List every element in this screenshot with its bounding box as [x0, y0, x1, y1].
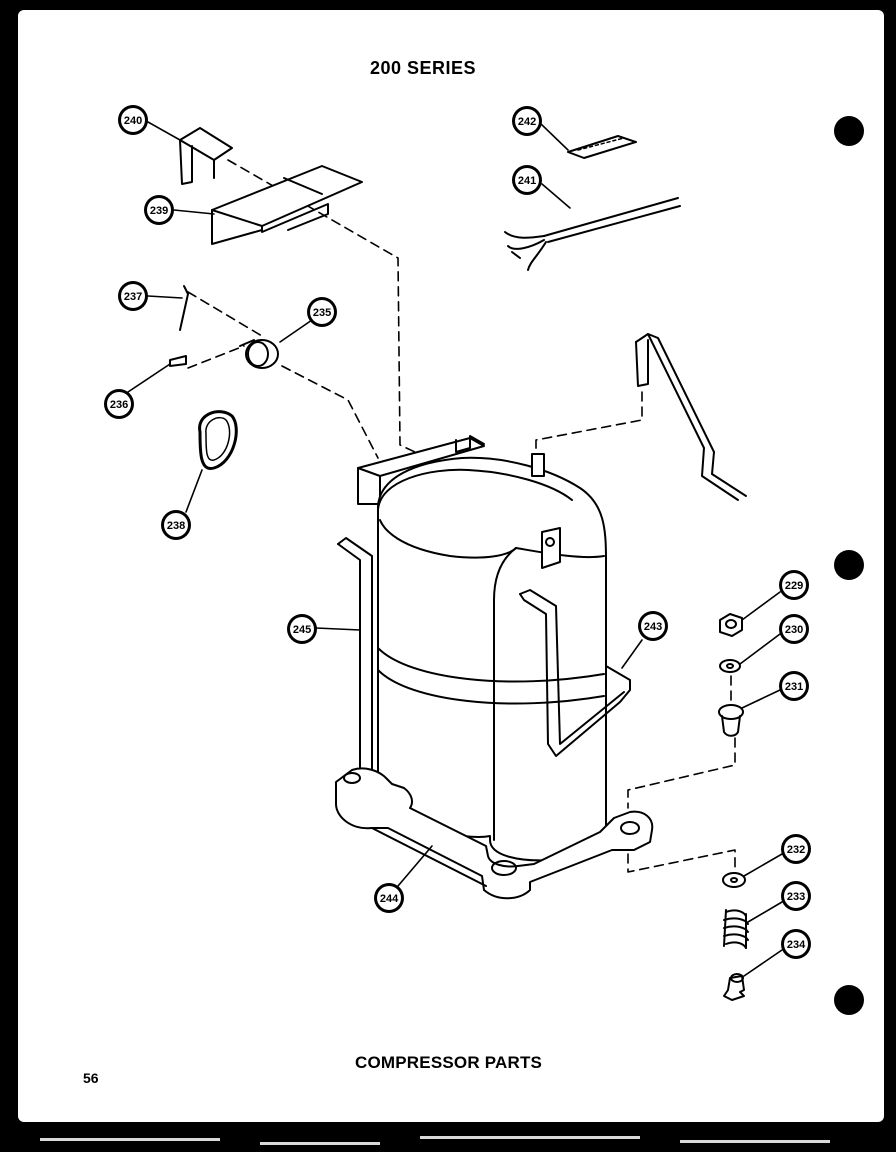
- part-236-screw: [169, 355, 187, 367]
- callout-badges: 240 239 242 241 237 235 236 238: [104, 105, 811, 959]
- binder-hole-bottom: [834, 985, 864, 1015]
- part-244-base: [335, 767, 654, 900]
- hardware-231-bushing: [718, 704, 744, 737]
- hardware-232-washer: [722, 872, 746, 888]
- callout-232: 232: [781, 834, 811, 864]
- callout-238: 238: [161, 510, 191, 540]
- scan-streak: [40, 1138, 220, 1141]
- callout-234: 234: [781, 929, 811, 959]
- hardware-229-nut: [719, 613, 743, 637]
- svg-text:243: 243: [644, 621, 662, 633]
- svg-text:244: 244: [380, 893, 399, 905]
- hardware-234-grommet: [723, 973, 745, 1001]
- scan-streak: [260, 1142, 380, 1145]
- callout-237: 237: [118, 281, 148, 311]
- callout-245: 245: [287, 614, 317, 644]
- part-242-strip: [567, 135, 637, 159]
- binder-hole-middle: [834, 550, 864, 580]
- callout-241: 241: [512, 165, 542, 195]
- part-243-tube: [519, 589, 631, 757]
- part-239-cover: [211, 165, 363, 245]
- svg-text:231: 231: [785, 681, 803, 693]
- callout-240: 240: [118, 105, 148, 135]
- svg-text:236: 236: [110, 399, 128, 411]
- callout-229: 229: [779, 570, 809, 600]
- assembly-guide-lines: [187, 159, 736, 875]
- svg-text:230: 230: [785, 624, 803, 636]
- scan-edge-bottom: [0, 1122, 896, 1152]
- part-tube-top-right: [635, 333, 747, 501]
- svg-text:245: 245: [293, 624, 311, 636]
- svg-text:239: 239: [150, 205, 168, 217]
- part-237-clip: [179, 285, 189, 331]
- callout-239: 239: [144, 195, 174, 225]
- svg-text:229: 229: [785, 580, 803, 592]
- svg-text:235: 235: [313, 307, 331, 319]
- page-number: 56: [83, 1070, 99, 1086]
- callout-231: 231: [779, 671, 809, 701]
- series-title: 200 SERIES: [370, 58, 477, 78]
- scan-streak: [680, 1140, 830, 1143]
- part-235-knob: [239, 339, 279, 369]
- hardware-233-spring: [723, 909, 749, 949]
- part-240-bracket: [179, 127, 233, 185]
- svg-text:237: 237: [124, 291, 142, 303]
- diagram-caption: COMPRESSOR PARTS: [355, 1053, 543, 1072]
- svg-text:233: 233: [787, 891, 805, 903]
- binder-hole-top: [834, 116, 864, 146]
- callout-leader-lines: [127, 121, 783, 977]
- hardware-230-washer: [719, 659, 741, 673]
- scan-streak: [420, 1136, 640, 1139]
- callout-230: 230: [779, 614, 809, 644]
- callout-242: 242: [512, 106, 542, 136]
- svg-text:238: 238: [167, 520, 185, 532]
- svg-text:241: 241: [518, 175, 536, 187]
- compressor-body: [357, 435, 607, 862]
- callout-236: 236: [104, 389, 134, 419]
- callout-244: 244: [374, 883, 404, 913]
- svg-text:234: 234: [787, 939, 806, 951]
- svg-text:242: 242: [518, 116, 536, 128]
- svg-text:232: 232: [787, 844, 805, 856]
- svg-text:240: 240: [124, 115, 142, 127]
- part-241-tube: [504, 197, 681, 271]
- callout-233: 233: [781, 881, 811, 911]
- part-238-gasket: [198, 410, 238, 470]
- callout-243: 243: [638, 611, 668, 641]
- callout-235: 235: [307, 297, 337, 327]
